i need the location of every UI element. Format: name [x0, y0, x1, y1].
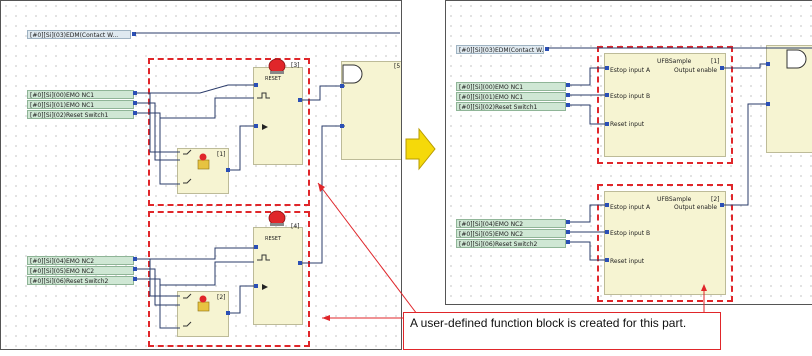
port — [132, 32, 136, 36]
input-tag[interactable]: [#0][Si](04)EMO NC2 — [456, 219, 566, 228]
ufb-block-2[interactable]: UFBSample [2] Estop input A Output enabl… — [604, 191, 726, 295]
arrow-marker — [262, 124, 268, 130]
reset-button-icon — [268, 210, 286, 226]
fb-name: UFBSample — [657, 58, 692, 65]
reset-port-label: Reset input — [610, 121, 645, 128]
block-number: [4] — [291, 223, 300, 230]
left-diagram-panel: [#0][Si](03)EDM(Contact W... [#0][Si](00… — [0, 0, 402, 350]
reset-label: RESET — [265, 76, 282, 82]
edm-input-tag[interactable]: [#0][Si](03)EDM(Contact W... — [456, 45, 544, 54]
edm-input-tag[interactable]: [#0][Si](03)EDM(Contact W... — [27, 30, 131, 39]
port-b-label: Estop input B — [610, 93, 651, 100]
highlight-box-1 — [148, 58, 310, 206]
right-wires — [548, 47, 812, 261]
input-tag[interactable]: [#0][Si](05)EMO NC2 — [456, 229, 566, 238]
input-tag[interactable]: [#0][Si](06)Reset Switch2 — [456, 239, 566, 248]
right-diagram-panel: [#0][Si](03)EDM(Contact W... [#0][Si](00… — [445, 0, 812, 305]
output-label: Output enable — [674, 204, 718, 211]
block-number: [3] — [291, 62, 300, 69]
ufb-block-1[interactable]: UFBSample [1] Estop input A Output enabl… — [604, 53, 726, 157]
reset-button-icon — [268, 58, 286, 74]
block-number: [2] — [217, 294, 226, 301]
pointer-arrowhead — [322, 315, 330, 321]
transition-arrow-icon — [405, 127, 436, 171]
output-label: Output enable — [674, 67, 718, 74]
emergency-stop-icon — [197, 153, 210, 170]
pulse-symbols — [183, 92, 270, 327]
highlight-box-1 — [597, 46, 733, 164]
arrow-marker — [262, 284, 268, 290]
left-wires — [135, 32, 400, 329]
port-a-label: Estop input A — [610, 67, 651, 74]
callout-box: A user-defined function block is created… — [403, 312, 721, 350]
reset-port-label: Reset input — [610, 258, 645, 265]
emergency-stop-icon — [197, 295, 210, 312]
port-a-label: Estop input A — [610, 204, 651, 211]
fb-index: [1] — [711, 58, 720, 65]
port-b-label: Estop input B — [610, 230, 651, 237]
pointer-arrowhead — [701, 284, 707, 291]
port — [545, 47, 549, 51]
pointer-arrowhead — [318, 183, 325, 192]
reset-label: RESET — [265, 236, 282, 242]
callout-pointers — [317, 182, 705, 319]
block-number: [5 — [394, 63, 401, 70]
estop-block-2[interactable] — [177, 291, 229, 337]
input-tag[interactable]: [#0][Si](00)EMO NC1 — [456, 82, 566, 91]
input-tag[interactable]: [#0][Si](01)EMO NC1 — [456, 92, 566, 101]
highlight-box-2 — [597, 184, 733, 302]
fb-index: [2] — [711, 196, 720, 203]
and-gate-icon — [342, 64, 363, 84]
block-number: [1] — [217, 151, 226, 158]
left-ports — [133, 83, 344, 315]
right-ports — [566, 62, 770, 262]
and-gate-icon — [786, 49, 807, 69]
fb-name: UFBSample — [657, 196, 692, 203]
input-tag[interactable]: [#0][Si](02)Reset Switch1 — [456, 102, 566, 111]
reset-block-2[interactable] — [253, 227, 303, 325]
